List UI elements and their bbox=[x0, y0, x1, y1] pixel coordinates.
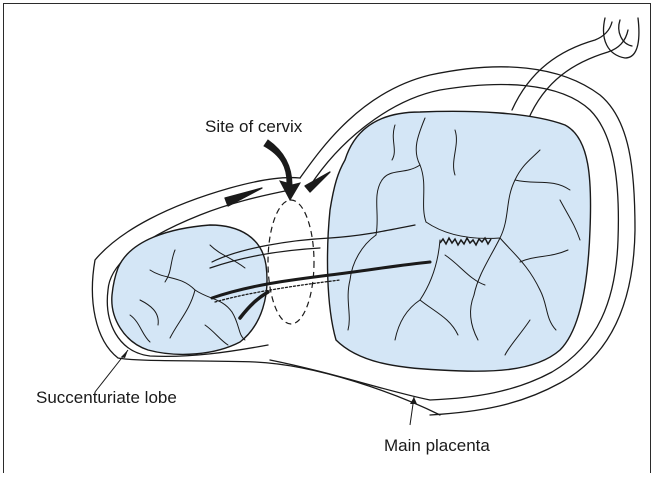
label-main-placenta: Main placenta bbox=[384, 436, 490, 456]
main-placenta bbox=[328, 111, 591, 371]
label-succenturiate-lobe: Succenturiate lobe bbox=[36, 388, 177, 408]
main-arrowhead bbox=[410, 397, 417, 404]
umbilical-cord-a bbox=[512, 22, 612, 110]
cord-end-edge bbox=[619, 20, 632, 46]
cervix-site-ellipse bbox=[268, 200, 314, 324]
label-site-of-cervix: Site of cervix bbox=[205, 117, 302, 137]
lobe-arrowhead bbox=[121, 350, 128, 358]
umbilical-cord-b bbox=[528, 30, 628, 120]
